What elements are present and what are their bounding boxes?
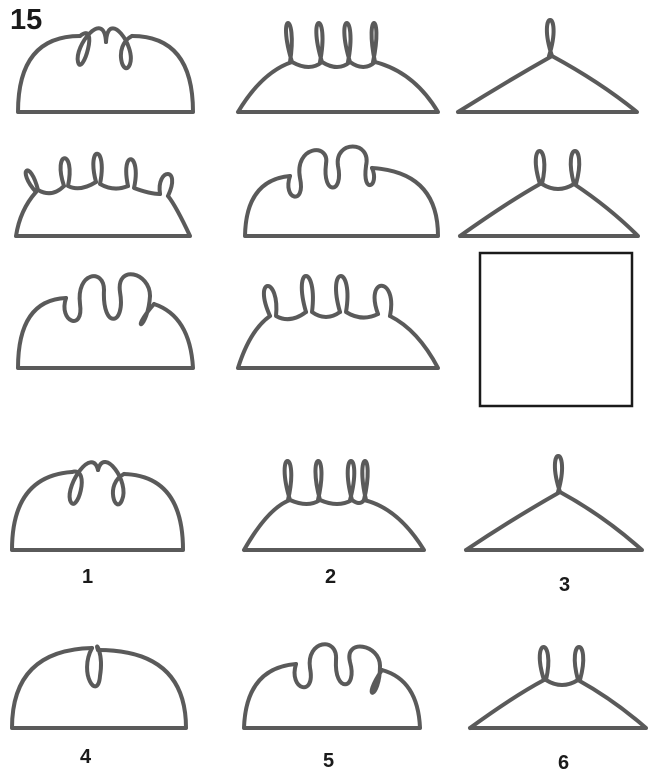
option-figure-4[interactable] — [12, 646, 186, 728]
option-figure-3[interactable] — [466, 456, 642, 550]
option-label-1[interactable]: 1 — [82, 566, 93, 589]
matrix-cell-r3c1 — [18, 274, 193, 368]
matrix-cell-r2c2 — [245, 147, 438, 237]
matrix-cell-r3c2 — [238, 276, 438, 368]
matrix-cell-r3c3 — [480, 253, 632, 406]
option-label-5[interactable]: 5 — [323, 750, 334, 773]
option-figure-1[interactable] — [12, 462, 183, 550]
matrix-cell-r2c3 — [460, 151, 638, 236]
matrix-cell-r1c1 — [18, 28, 193, 112]
matrix-cell-r2c1 — [16, 154, 190, 236]
option-label-2[interactable]: 2 — [325, 566, 336, 589]
matrix-cell-r1c3 — [458, 20, 637, 112]
option-label-4[interactable]: 4 — [80, 746, 91, 769]
matrix-cell-r1c2 — [238, 23, 438, 112]
option-label-3[interactable]: 3 — [559, 574, 570, 597]
option-figure-2[interactable] — [244, 461, 424, 550]
option-figure-6[interactable] — [470, 647, 646, 728]
option-figure-5[interactable] — [244, 644, 420, 728]
option-label-6[interactable]: 6 — [558, 752, 569, 775]
missing-answer-box — [480, 253, 632, 406]
